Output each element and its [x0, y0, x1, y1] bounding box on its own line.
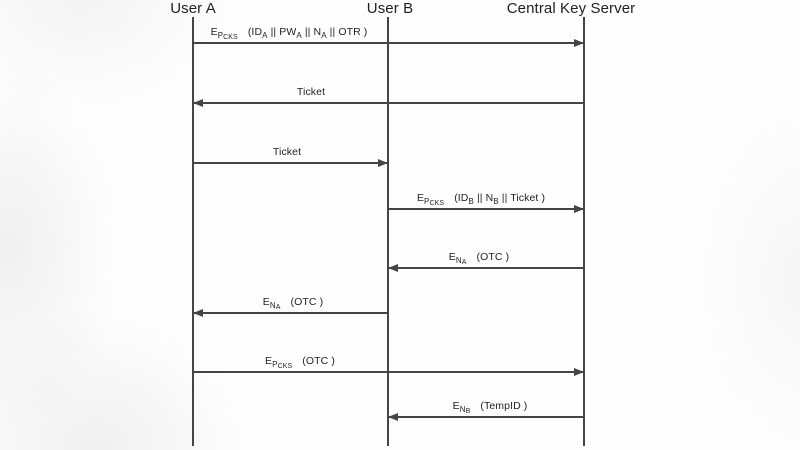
message-label: Ticket [273, 146, 301, 158]
message-arrow-line [388, 208, 584, 210]
label-subsubscript: B [465, 408, 471, 415]
label-text: E [448, 251, 456, 263]
label-text: || N [301, 26, 322, 38]
label-subscript: B [468, 196, 474, 206]
label-subscript: N [459, 404, 466, 414]
label-subscript: P [272, 359, 278, 369]
actor-label-userA: User A [170, 0, 216, 17]
label-subsubscript: CKS [277, 363, 293, 370]
label-text: (OTC ) [290, 296, 324, 308]
message-arrow-line [193, 102, 584, 104]
label-text: (OTC ) [302, 355, 335, 367]
label-subscript: B [493, 196, 499, 206]
message-arrow-line [193, 371, 584, 373]
lifeline-userB [387, 17, 389, 446]
arrow-left-icon [388, 264, 398, 272]
label-text: E [265, 355, 273, 367]
label-subsubscript: CKS [223, 34, 238, 41]
label-text: (OTC ) [476, 251, 510, 263]
label-subscript: P [424, 196, 430, 206]
arrow-right-icon [574, 205, 584, 213]
label-text: E [452, 400, 460, 412]
message-arrow-line [193, 312, 388, 314]
message-label: EPCKS(IDA || PWA || NA || OTR ) [210, 26, 368, 41]
label-text: E [262, 296, 270, 308]
message-label: EPCKS (OTC ) [265, 355, 335, 370]
message-arrow-line [193, 162, 388, 164]
label-subsubscript: CKS [429, 200, 445, 207]
label-subscript: A [296, 30, 302, 40]
label-text: || N [473, 192, 494, 204]
arrow-right-icon [574, 368, 584, 376]
message-arrow-line [388, 416, 584, 418]
arrow-left-icon [388, 413, 398, 421]
lifeline-cks [583, 17, 585, 446]
label-text: Ticket [272, 146, 302, 158]
label-subscript: A [262, 30, 268, 40]
label-subsubscript: A [275, 304, 281, 311]
label-text: E [416, 192, 425, 204]
message-label: Ticket [297, 86, 325, 98]
message-label: EPCKS(IDB || NB || Ticket ) [416, 192, 546, 207]
message-label: ENB (TempID ) [452, 400, 528, 415]
label-subsubscript: A [461, 259, 467, 266]
lifeline-userA [192, 17, 194, 446]
label-text: (TempID ) [480, 400, 528, 412]
arrow-left-icon [193, 99, 203, 107]
arrow-right-icon [574, 39, 584, 47]
actor-label-userB: User B [366, 0, 414, 17]
arrow-left-icon [193, 309, 203, 317]
label-subscript: A [321, 30, 327, 40]
label-text: Ticket [296, 86, 326, 98]
label-subscript: N [269, 300, 276, 310]
message-arrow-line [388, 267, 584, 269]
label-text: || PW [267, 26, 297, 38]
label-subscript: N [455, 255, 462, 265]
label-text: || Ticket ) [498, 192, 546, 204]
actor-label-cks: Central Key Server [506, 0, 636, 17]
label-subscript: P [217, 30, 224, 40]
label-text: (ID [454, 192, 469, 204]
message-label: ENA (OTC ) [262, 296, 324, 311]
label-text: || OTR ) [326, 26, 368, 38]
message-label: ENA (OTC ) [448, 251, 510, 266]
message-arrow-line [193, 42, 584, 44]
arrow-right-icon [378, 159, 388, 167]
label-text: E [210, 26, 218, 38]
label-text: (ID [247, 26, 263, 38]
